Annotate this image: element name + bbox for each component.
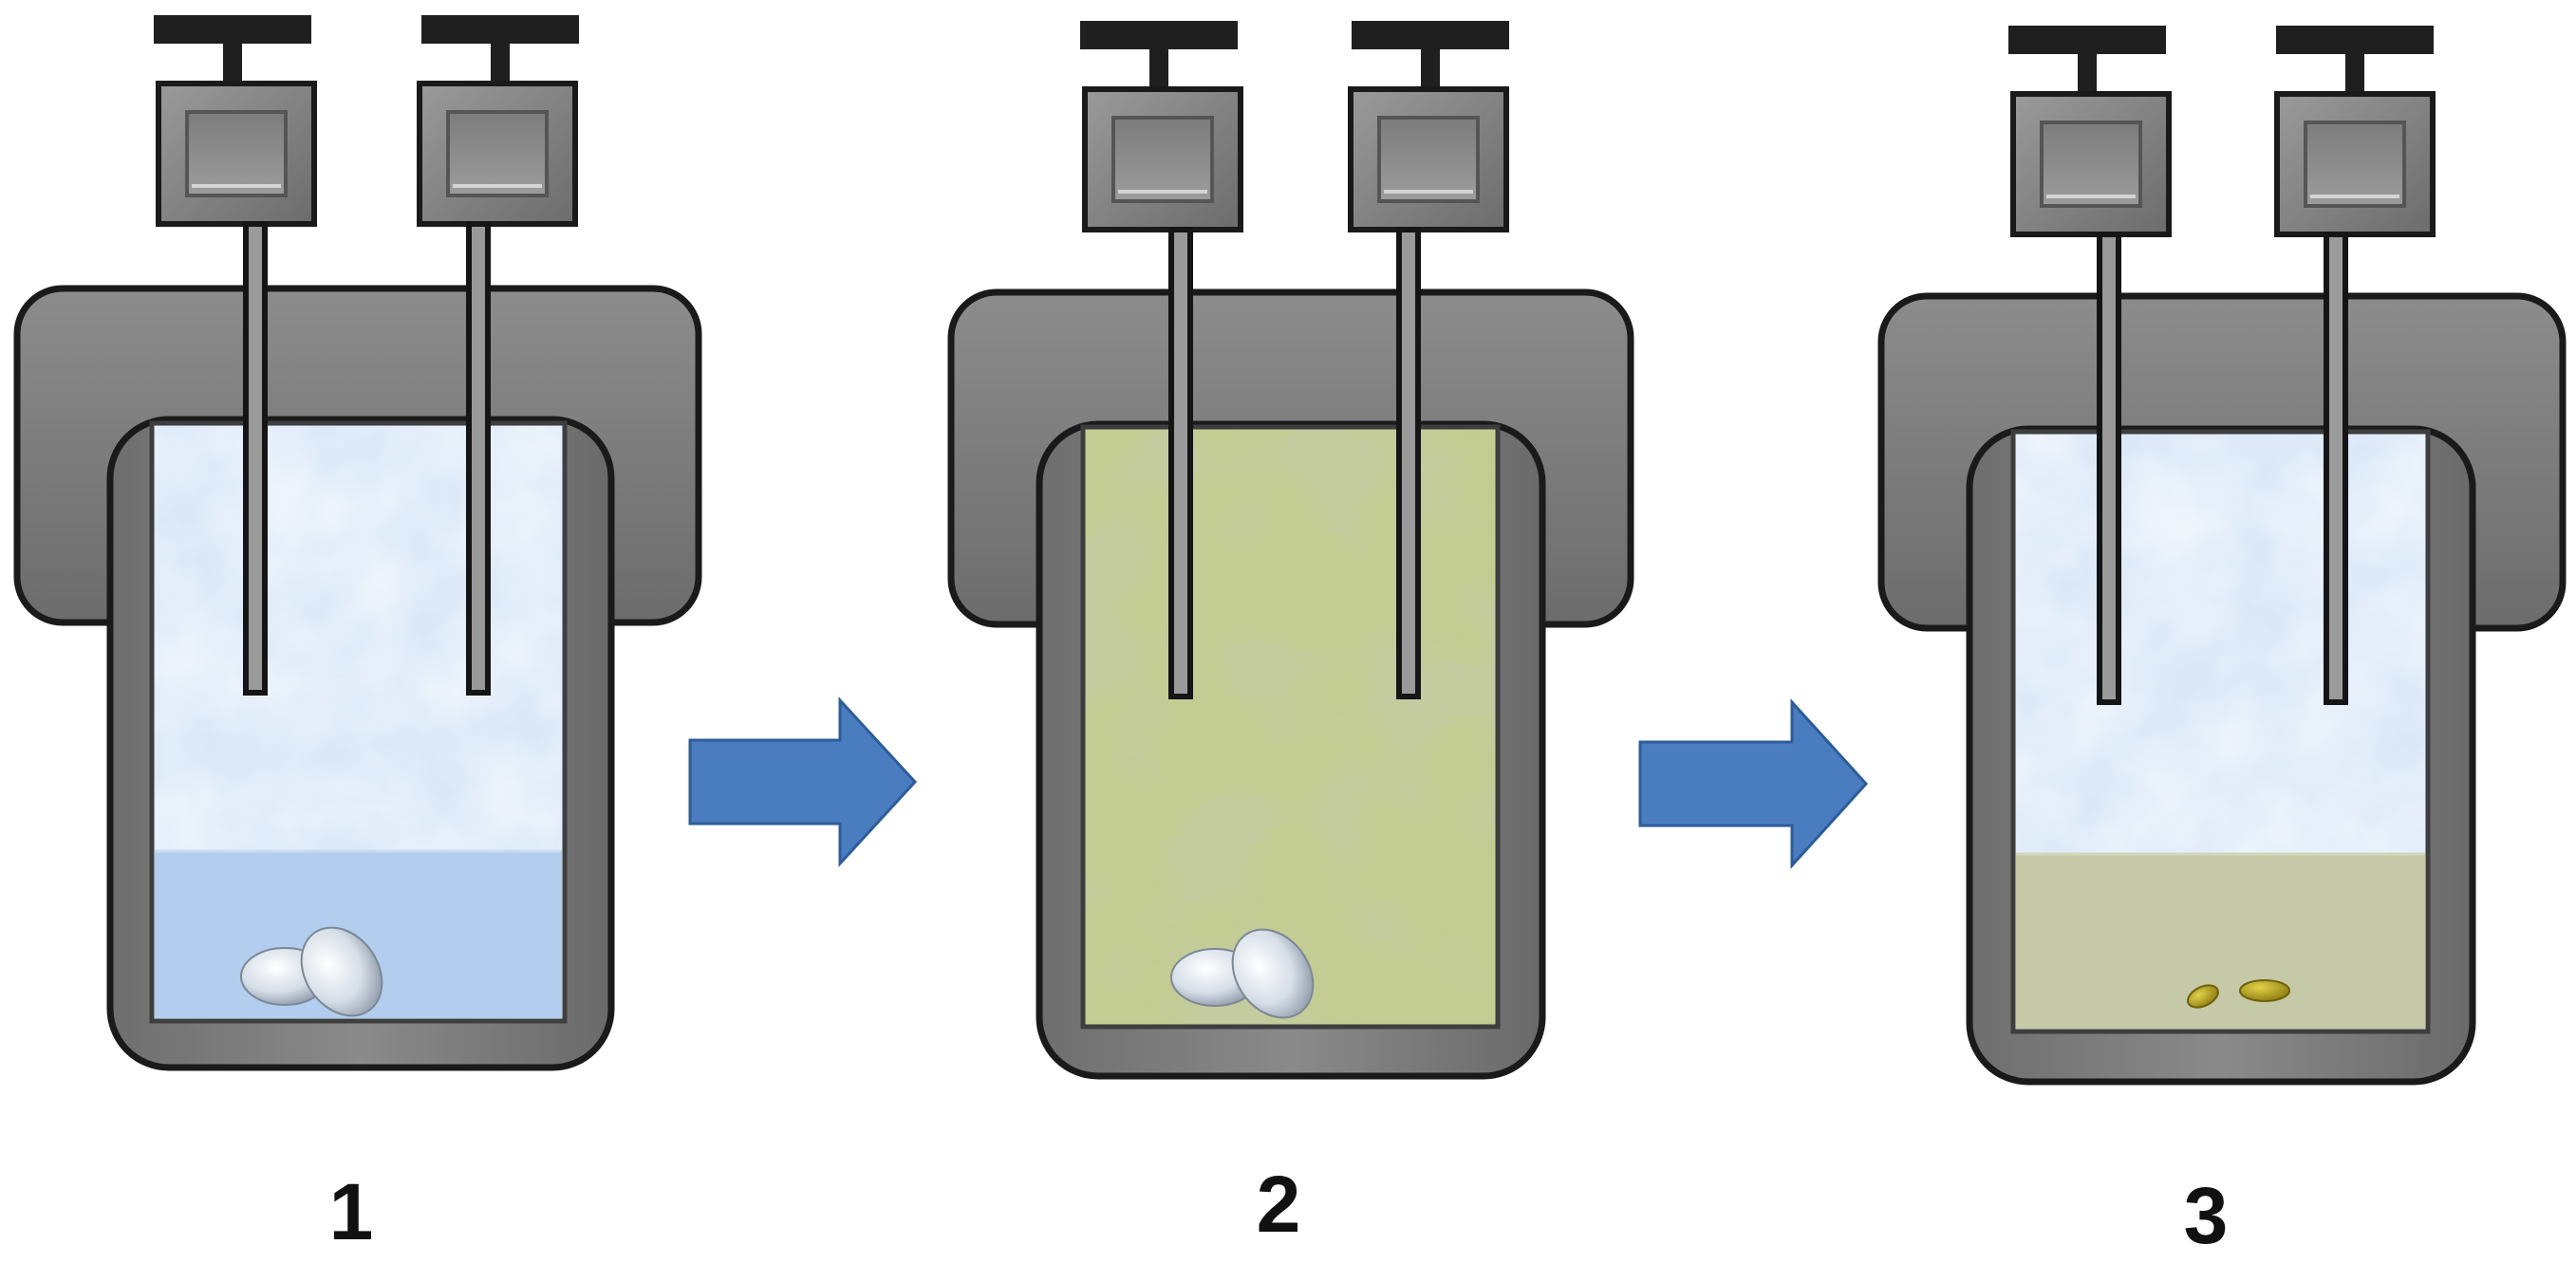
stage-3-liquid-texture bbox=[2016, 435, 2425, 853]
stage-3-pellet-a bbox=[2187, 984, 2219, 1009]
stage-3-pellet-b bbox=[2239, 979, 2290, 1002]
stage-1-probe-right bbox=[417, 15, 579, 696]
stage-3-label: 3 bbox=[2184, 1171, 2229, 1260]
stage-3: 3 bbox=[1877, 26, 2567, 1260]
stage-3-probe-left bbox=[2008, 26, 2172, 705]
stage-3-probe-right bbox=[2274, 26, 2436, 705]
stage-2-label: 2 bbox=[1257, 1160, 1301, 1249]
stage-1-label: 1 bbox=[329, 1167, 374, 1256]
stage-3-olive-layer bbox=[2016, 854, 2425, 1029]
stage-2-probe-left bbox=[1080, 21, 1243, 699]
stage-1-liquid-texture bbox=[155, 426, 562, 850]
arrow-1-to-2 bbox=[688, 697, 918, 867]
arrow-2-to-3 bbox=[1638, 698, 1869, 869]
stage-2-pellet-b bbox=[1231, 928, 1315, 1019]
stage-1: 1 bbox=[13, 15, 702, 1256]
stage-2-probe-right bbox=[1348, 21, 1509, 699]
stage-2-liquid-mottle bbox=[1086, 430, 1495, 1024]
stage-1-pellet-b bbox=[300, 926, 383, 1017]
stage-2: 2 bbox=[947, 21, 1634, 1249]
stage-1-probe-left bbox=[154, 15, 317, 696]
